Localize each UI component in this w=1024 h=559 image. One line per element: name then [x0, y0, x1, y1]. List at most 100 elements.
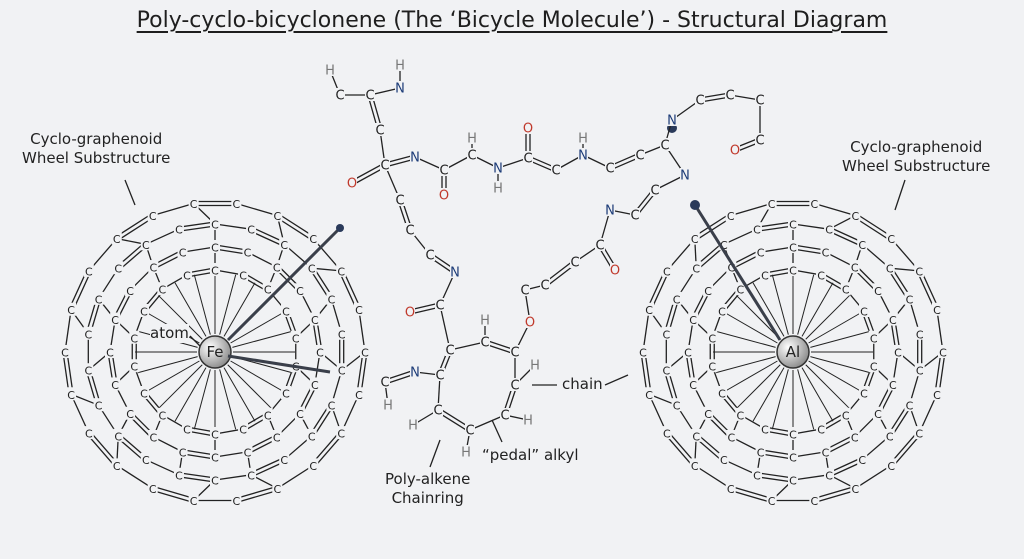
right-wheel-double-bond: [760, 453, 793, 460]
pedal-pointer: [491, 419, 503, 443]
left-wheel-label-pointer: [124, 179, 136, 206]
left-wheel-carbon-atom-bg: [148, 260, 159, 274]
molecule-carbon-atom-bg: [540, 278, 550, 291]
left-wheel-carbon-atom-bg: [294, 283, 305, 297]
right-wheel-carbon-atom-bg: [689, 458, 700, 472]
left-wheel-carbon-atom: C: [211, 429, 219, 442]
pedal-alkyl-label: “pedal” alkyl: [482, 446, 579, 464]
right-wheel-carbon-atom-bg: [766, 493, 777, 507]
right-wheel-carbon-atom: C: [887, 233, 895, 246]
left-wheel-spoke: [223, 367, 256, 422]
molecule-oxygen-atom-bg: [523, 121, 533, 134]
molecule-carbon-atom: C: [650, 184, 659, 199]
left-axle-bond: [226, 226, 342, 342]
left-wheel-carbon-atom: C: [355, 389, 363, 402]
right-wheel-carbon-atom-bg: [788, 450, 798, 463]
left-wheel-carbon-atom: C: [158, 284, 166, 297]
right-hub-symbol: Al: [786, 343, 800, 361]
right-wheel-bond: [792, 451, 826, 458]
molecule-carbon-atom: C: [570, 256, 579, 271]
right-wheel-carbon-atom: C: [789, 475, 797, 488]
right-wheel-carbon-atom: C: [757, 247, 765, 260]
left-wheel-carbon-atom-bg: [147, 208, 158, 222]
right-wheel-carbon-atom: C: [906, 400, 914, 413]
molecule-carbon-atom-bg: [375, 123, 385, 136]
left-wheel-carbon-atom-bg: [83, 326, 94, 340]
right-wheel-carbon-atom: C: [692, 263, 700, 276]
left-wheel-double-bond: [356, 351, 364, 395]
right-wheel-carbon-atom: C: [727, 262, 735, 275]
right-wheel-spoke: [771, 274, 789, 335]
left-wheel-double-bond: [182, 453, 215, 460]
molecule-carbon-atom: C: [365, 89, 374, 104]
left-wheel-carbon-atom-bg: [83, 363, 94, 377]
right-wheel-double-bond: [644, 351, 652, 395]
left-wheel-carbon-atom-bg: [129, 330, 140, 344]
left-wheel-carbon-atom-bg: [157, 407, 168, 421]
right-wheel-carbon-atom: C: [860, 388, 868, 401]
molecule-carbon-atom: C: [755, 134, 764, 149]
left-wheel-carbon-atom: C: [111, 379, 119, 392]
left-wheel-carbon-atom: C: [95, 400, 103, 413]
molecule-hydrogen-atom: H: [325, 64, 335, 79]
left-wheel-carbon-atom-bg: [113, 428, 124, 442]
left-wheel-carbon-atom-bg: [181, 422, 192, 436]
left-wheel-carbon-atom: C: [273, 262, 281, 275]
molecule-nitrogen-atom: N: [410, 151, 420, 166]
right-wheel-double-bond: [813, 485, 855, 500]
right-wheel-carbon-atom-bg: [914, 263, 925, 277]
right-wheel-bond: [792, 223, 830, 230]
right-wheel-carbon-atom: C: [727, 210, 735, 223]
right-wheel-spoke: [810, 330, 871, 348]
right-wheel-spoke: [801, 367, 834, 422]
left-wheel-bond: [145, 228, 180, 245]
left-wheel-carbon-atom: C: [211, 219, 219, 232]
left-wheel-carbon-atom: C: [85, 265, 93, 278]
left-wheel-carbon-atom-bg: [138, 386, 149, 399]
right-wheel-carbon-atom: C: [870, 361, 878, 374]
right-wheel-carbon-atom-bg: [707, 330, 718, 344]
molecule-oxygen-atom: O: [439, 189, 449, 204]
right-wheel-label: Cyclo-graphenoid Wheel Substructure: [842, 138, 990, 176]
left-wheel-carbon-atom-bg: [66, 302, 77, 316]
molecule-nitrogen-atom: N: [578, 149, 588, 164]
molecule-carbon-atom-bg: [755, 93, 765, 106]
right-wheel-carbon-atom: C: [692, 430, 700, 443]
right-wheel-carbon-atom: C: [825, 224, 833, 237]
molecule-carbon-atom: C: [510, 346, 519, 361]
right-wheel-carbon-atom: C: [662, 328, 670, 341]
right-wheel-carbon-atom: C: [842, 409, 850, 422]
right-wheel-double-bond: [757, 472, 794, 479]
right-wheel-carbon-atom-bg: [725, 481, 736, 495]
atom-pointer: [189, 335, 201, 347]
right-wheel-carbon-atom: C: [720, 454, 728, 467]
right-wheel-carbon-atom-bg: [703, 283, 714, 297]
molecule-nitrogen-atom: N: [605, 204, 615, 219]
left-wheel-carbon-atom: C: [183, 269, 191, 282]
right-wheel-carbon-atom: C: [663, 265, 671, 278]
left-wheel-carbon-atom: C: [233, 495, 241, 508]
right-wheel-carbon-atom-bg: [887, 312, 898, 326]
molecule-bond: [439, 304, 451, 351]
right-wheel-carbon-atom-bg: [914, 326, 925, 340]
left-wheel-carbon-atom: C: [142, 454, 150, 467]
left-wheel-spoke: [158, 364, 203, 409]
left-wheel-carbon-atom: C: [328, 293, 336, 306]
molecule-carbon-atom: C: [635, 149, 644, 164]
left-wheel-carbon-atom-bg: [326, 291, 337, 305]
molecule-nitrogen-atom: N: [493, 162, 503, 177]
left-wheel-carbon-atom: C: [273, 431, 281, 444]
right-wheel-carbon-atom-bg: [809, 493, 820, 507]
molecule-carbon-atom: C: [467, 149, 476, 164]
left-wheel-carbon-atom-bg: [110, 312, 121, 326]
right-wheel-carbon-atom-bg: [868, 359, 879, 373]
left-wheel-carbon-atom: C: [309, 460, 317, 473]
right-wheel-carbon-atom-bg: [850, 208, 861, 222]
left-wheel-double-bond: [178, 221, 215, 228]
molecule-carbon-atom: C: [405, 224, 414, 239]
molecule-oxygen-atom-bg: [347, 176, 357, 189]
right-wheel-carbon-atom-bg: [725, 208, 736, 222]
molecule-carbon-atom: C: [523, 152, 532, 167]
right-wheel-double-bond: [760, 449, 794, 456]
left-wheel-carbon-atom: C: [355, 304, 363, 317]
